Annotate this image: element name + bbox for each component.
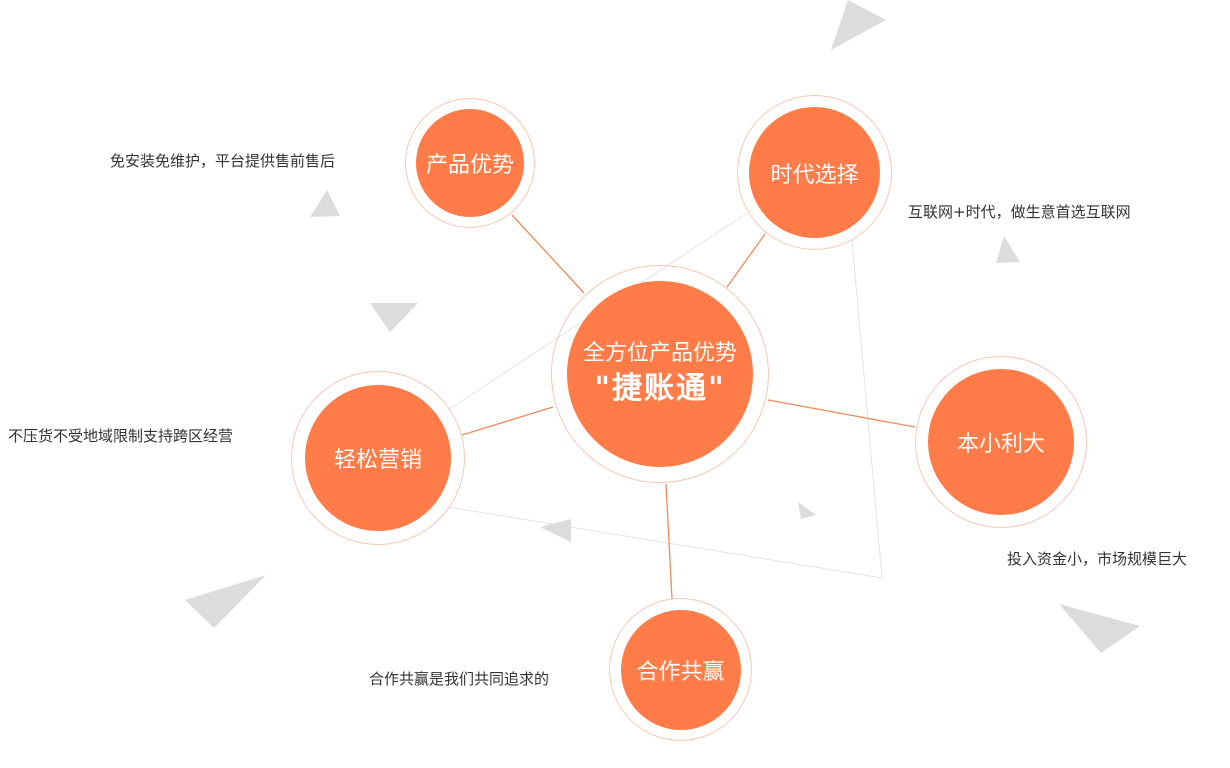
- desc-product-advantage: 免安装免维护，平台提供售前售后: [110, 152, 336, 170]
- center-title: "捷账通": [594, 371, 726, 406]
- node-ring: [405, 98, 535, 228]
- node-ring: [609, 598, 752, 741]
- decor-triangle: [370, 303, 418, 332]
- background-line: [447, 506, 883, 579]
- desc-easy-marketing: 不压货不受地域限制支持跨区经营: [8, 427, 234, 445]
- node-small-capital-big-profit: 本小利大: [915, 356, 1087, 528]
- connector-product: [511, 214, 585, 294]
- decor-triangle: [798, 502, 816, 519]
- connectors: [461, 214, 916, 600]
- desc-win-win: 合作共赢是我们共同追求的: [369, 670, 550, 688]
- node-disc: 轻松营销: [305, 385, 451, 531]
- decor-triangle: [1059, 604, 1140, 653]
- desc-small-capital-big-profit: 投入资金小，市场规模巨大: [1007, 550, 1188, 568]
- node-easy-marketing: 轻松营销: [291, 371, 465, 545]
- center-subtitle: 全方位产品优势: [582, 341, 737, 366]
- center-node-disc: 全方位产品优势 "捷账通": [567, 281, 753, 467]
- desc-era-choice: 互联网+时代，做生意首选互联网: [908, 203, 1131, 221]
- node-ring: [291, 371, 465, 545]
- node-disc: 产品优势: [416, 109, 524, 217]
- node-win-win: 合作共赢: [609, 598, 752, 741]
- node-era-choice: 时代选择: [737, 95, 892, 250]
- decor-triangle: [831, 0, 886, 50]
- node-label: 轻松营销: [333, 448, 422, 473]
- background-line: [851, 239, 883, 579]
- decorative-triangles: [185, 0, 1140, 653]
- node-label: 产品优势: [425, 153, 514, 178]
- node-label: 时代选择: [770, 162, 859, 188]
- center-node-ring: [551, 265, 769, 483]
- node-label: 本小利大: [956, 432, 1045, 457]
- decor-triangle: [996, 236, 1020, 263]
- node-ring: [915, 356, 1087, 528]
- node-disc: 本小利大: [928, 369, 1074, 515]
- decor-triangle: [185, 575, 266, 628]
- node-disc: 时代选择: [749, 107, 880, 238]
- connector-era: [726, 233, 766, 288]
- connector-marketing: [461, 406, 554, 436]
- node-product-advantage: 产品优势: [405, 98, 535, 228]
- decor-triangle: [540, 519, 571, 542]
- connector-win: [665, 483, 673, 600]
- decor-triangle: [310, 190, 340, 217]
- node-ring: [737, 95, 892, 250]
- node-disc: 合作共赢: [620, 609, 741, 730]
- center-node: 全方位产品优势 "捷账通": [551, 265, 769, 483]
- node-label: 合作共赢: [636, 659, 725, 685]
- connector-profit: [767, 399, 916, 428]
